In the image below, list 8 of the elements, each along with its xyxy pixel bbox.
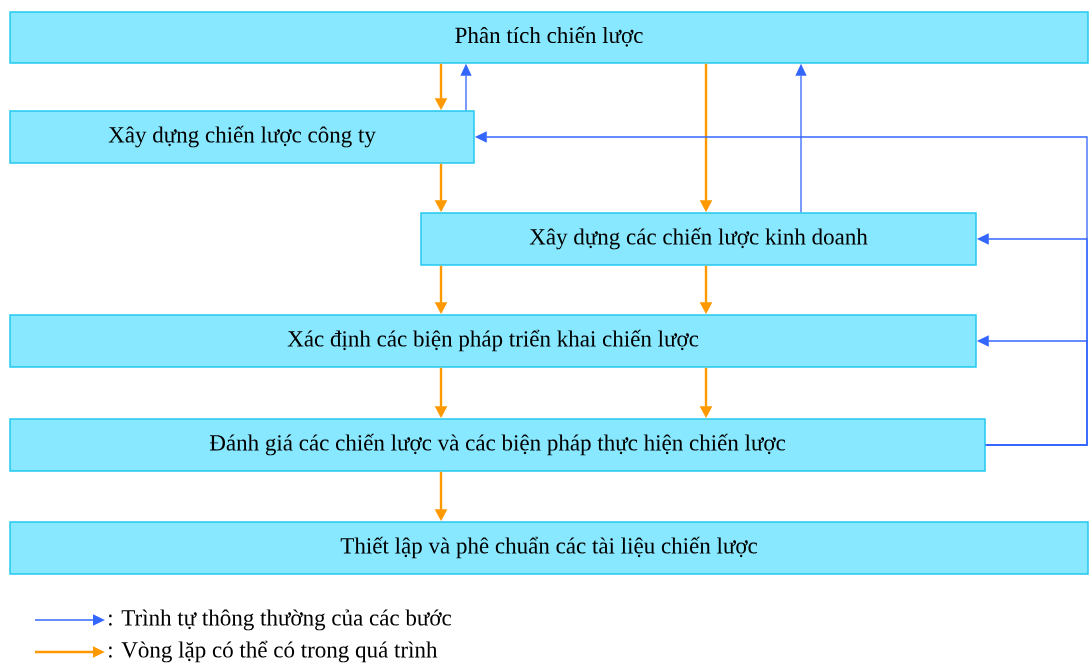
process-box: Xây dựng các chiến lược kinh doanh	[420, 212, 977, 266]
process-box: Xác định các biện pháp triển khai chiến lược	[9, 314, 977, 368]
process-box: Phân tích chiến lược	[9, 11, 1089, 64]
legend-text: : Trình tự thông thường của các bước	[109, 609, 452, 631]
legend-text: : Vòng lặp có thể có trong quá trình	[109, 640, 438, 663]
process-box: Đánh giá các chiến lược và các biện pháp thực hiện chiến lược	[9, 418, 986, 472]
process-box: Thiết lập và phê chuẩn các tài liệu chiến lược	[9, 521, 1089, 575]
process-box: Xây dựng chiến lược công ty	[9, 110, 475, 164]
